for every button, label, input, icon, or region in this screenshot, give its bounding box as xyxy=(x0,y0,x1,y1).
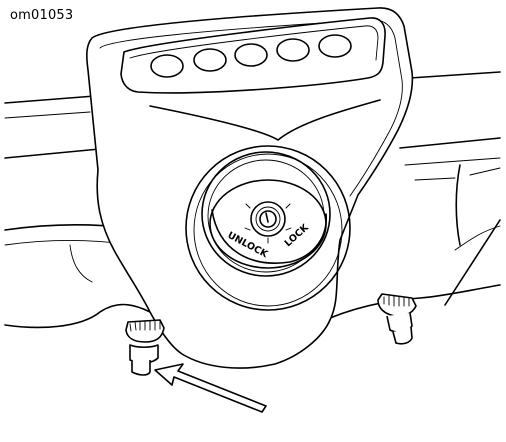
warning-lamp-3 xyxy=(234,43,268,67)
body-lines xyxy=(4,71,501,329)
warning-lamp-5 xyxy=(318,34,352,58)
warning-lamp-4 xyxy=(276,38,310,62)
ignition-switch: UNLOCK LOCK xyxy=(185,145,351,311)
pointer-arrow-icon xyxy=(154,363,267,413)
right-knob xyxy=(377,293,417,345)
warning-lamp-1 xyxy=(150,54,184,78)
warning-lamp-2 xyxy=(193,48,227,72)
figure-id-label: om01053 xyxy=(10,8,74,23)
left-knob xyxy=(125,319,165,376)
key-slot-icon xyxy=(244,201,292,244)
